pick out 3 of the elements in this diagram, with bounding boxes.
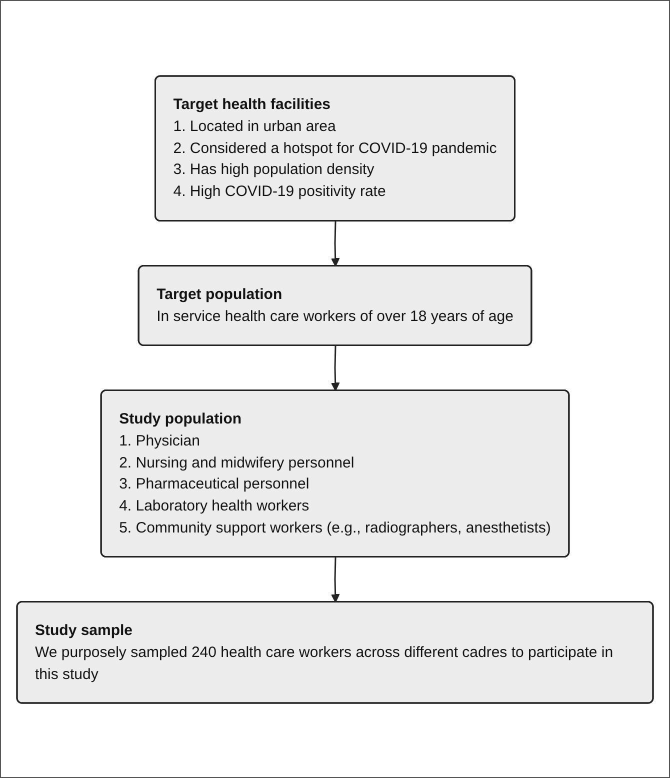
arrow (330, 220, 340, 266)
arrow (330, 556, 340, 602)
arrow (330, 345, 340, 391)
